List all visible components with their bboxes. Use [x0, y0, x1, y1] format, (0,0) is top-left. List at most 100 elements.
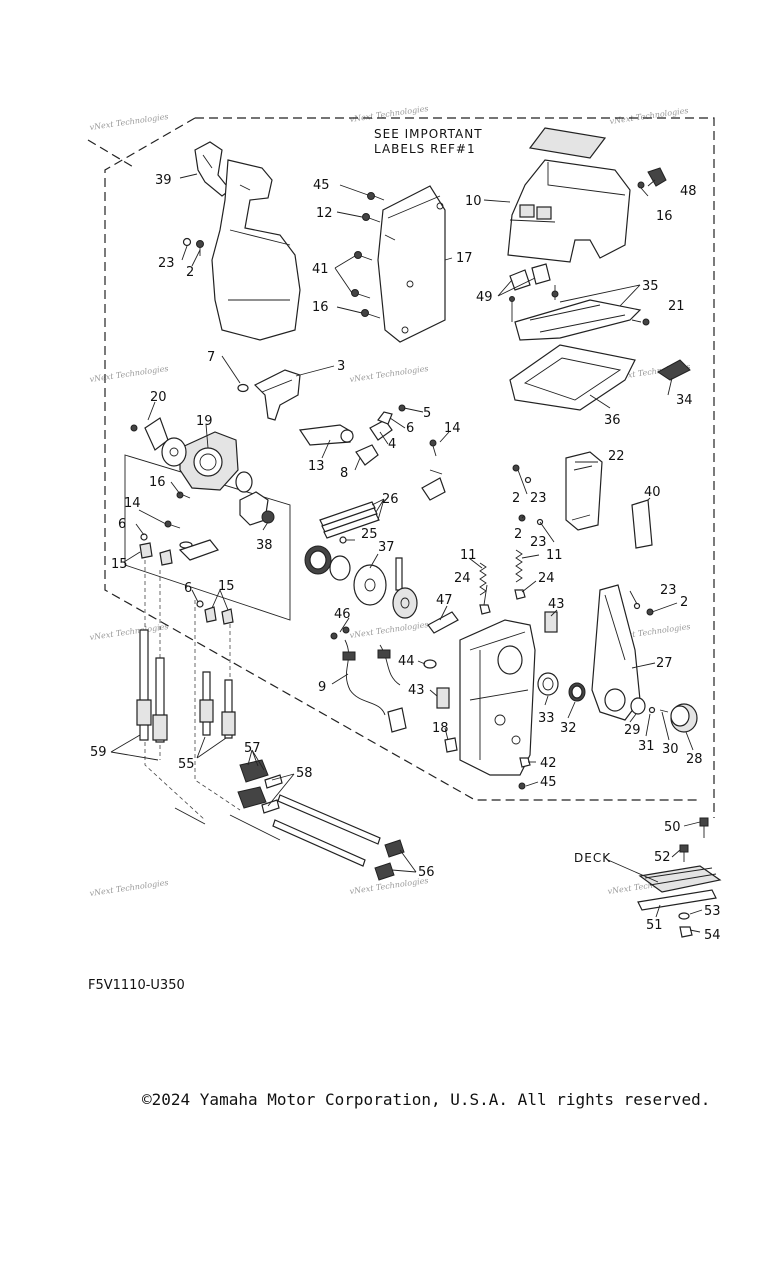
callout-label: 6 [184, 581, 192, 596]
part-57-cable-ends [237, 759, 269, 809]
callout-label: 18 [432, 721, 449, 736]
callout-label: 2 [512, 491, 520, 506]
leader-lines [110, 173, 703, 933]
watermark: vNext Technologies [89, 364, 169, 384]
part-43-switch-bottom [436, 687, 450, 709]
callout-label: 28 [686, 752, 703, 767]
part-32-ring [568, 682, 586, 702]
callout-label: 43 [548, 597, 565, 612]
part-44-bulb [423, 659, 437, 669]
callout-label: 21 [668, 299, 685, 314]
callout-label: 52 [654, 850, 671, 865]
callout-label: 45 [540, 775, 557, 790]
link-bracket [421, 469, 446, 501]
callout-label: 47 [436, 593, 453, 608]
part-55-cables [199, 671, 236, 739]
callout-label: 6 [406, 421, 414, 436]
exploded-parts-diagram: vNext Technologies vNext Technologies vN… [87, 104, 722, 943]
callout-label: 24 [538, 571, 555, 586]
part-14-screw-right [429, 439, 437, 457]
callout-label: 3 [337, 359, 345, 374]
part-11-springs [479, 549, 523, 596]
screw-above-35 [509, 285, 559, 322]
callout-label: 9 [318, 680, 326, 695]
callout-label: 37 [378, 540, 395, 555]
callout-label: 5 [423, 406, 431, 421]
callout-label: 50 [664, 820, 681, 835]
callout-label: 57 [244, 741, 261, 756]
callout-label: 16 [656, 209, 673, 224]
detent-ring [329, 555, 351, 581]
callout-label: 43 [408, 683, 425, 698]
callout-label: 23 [660, 583, 677, 598]
deck-section [638, 865, 722, 893]
callout-label: 42 [540, 756, 557, 771]
callout-label: 45 [313, 178, 330, 193]
part-51-plate [637, 889, 717, 911]
part-15-clips-lower [196, 600, 234, 625]
part-24-nuts [479, 589, 526, 615]
callout-label: 16 [149, 475, 166, 490]
callout-label: 22 [608, 449, 625, 464]
part-36-gasket [509, 344, 636, 411]
callout-label: 27 [656, 656, 673, 671]
watermark: vNext Technologies [89, 112, 169, 132]
watermark: vNext Technologies [89, 622, 169, 642]
callout-label: 20 [150, 390, 167, 405]
callout-label: 58 [296, 766, 313, 781]
part-38-bearing [235, 471, 275, 526]
callout-label: 54 [704, 928, 721, 943]
callout-label: 15 [218, 579, 235, 594]
callout-label: 30 [662, 742, 679, 757]
part-20-plate [130, 417, 169, 451]
callout-label: 51 [646, 918, 663, 933]
part-8-bracket [355, 444, 379, 466]
notes: SEE IMPORTANT LABELS REF#1 DECK [374, 127, 611, 865]
part-17-plate [377, 185, 446, 343]
watermark: vNext Technologies [349, 364, 429, 384]
callout-label: 7 [207, 350, 215, 365]
part-45-screw-bottom [518, 782, 526, 790]
part-40-cover [631, 499, 653, 549]
watermark: vNext Technologies [349, 876, 429, 896]
callout-label: 39 [155, 173, 172, 188]
part-59-cables [136, 629, 168, 743]
callout-label: 25 [361, 527, 378, 542]
callout-label: 46 [334, 607, 351, 622]
watermark: vNext Technologies [89, 878, 169, 898]
part-14-screw-left [164, 520, 181, 529]
callout-label: 11 [546, 548, 563, 563]
gear-wheel [392, 587, 418, 619]
copyright-notice: ©2024 Yamaha Motor Corporation, U.S.A. A… [142, 1090, 711, 1109]
part-49-buttons [509, 263, 551, 291]
callout-label: 55 [178, 757, 195, 772]
part-33-bushing [537, 672, 559, 696]
callout-label: 6 [118, 517, 126, 532]
part-50-bolt [699, 817, 709, 838]
handle-housing-outline [211, 159, 301, 341]
callout-label: 29 [624, 723, 641, 738]
callout-label: 59 [90, 745, 107, 760]
part-22-handle-grip [565, 451, 603, 531]
part-3-lever [253, 369, 301, 421]
callout-label: 2 [186, 265, 194, 280]
part-7-clip [237, 383, 249, 393]
assembly-boundary [104, 117, 715, 818]
screws-12-45-41-16 [351, 192, 385, 319]
callout-label: 16 [312, 300, 329, 315]
main-control-housing [459, 619, 536, 776]
part-35-bracket [514, 299, 642, 341]
part-10-cover [507, 159, 631, 263]
callout-label: 4 [388, 437, 396, 452]
part-29-washer [630, 697, 646, 715]
note-deck: DECK [574, 851, 611, 865]
part-6-pin [377, 411, 393, 425]
part-15-clip-left [139, 539, 219, 566]
part-34-trim [657, 359, 691, 381]
callout-label: 49 [476, 290, 493, 305]
callout-label: 14 [444, 421, 461, 436]
callout-label: 12 [316, 206, 333, 221]
throttle-shift-cables [174, 794, 381, 867]
callout-label: 34 [676, 393, 693, 408]
callout-label: 19 [196, 414, 213, 429]
